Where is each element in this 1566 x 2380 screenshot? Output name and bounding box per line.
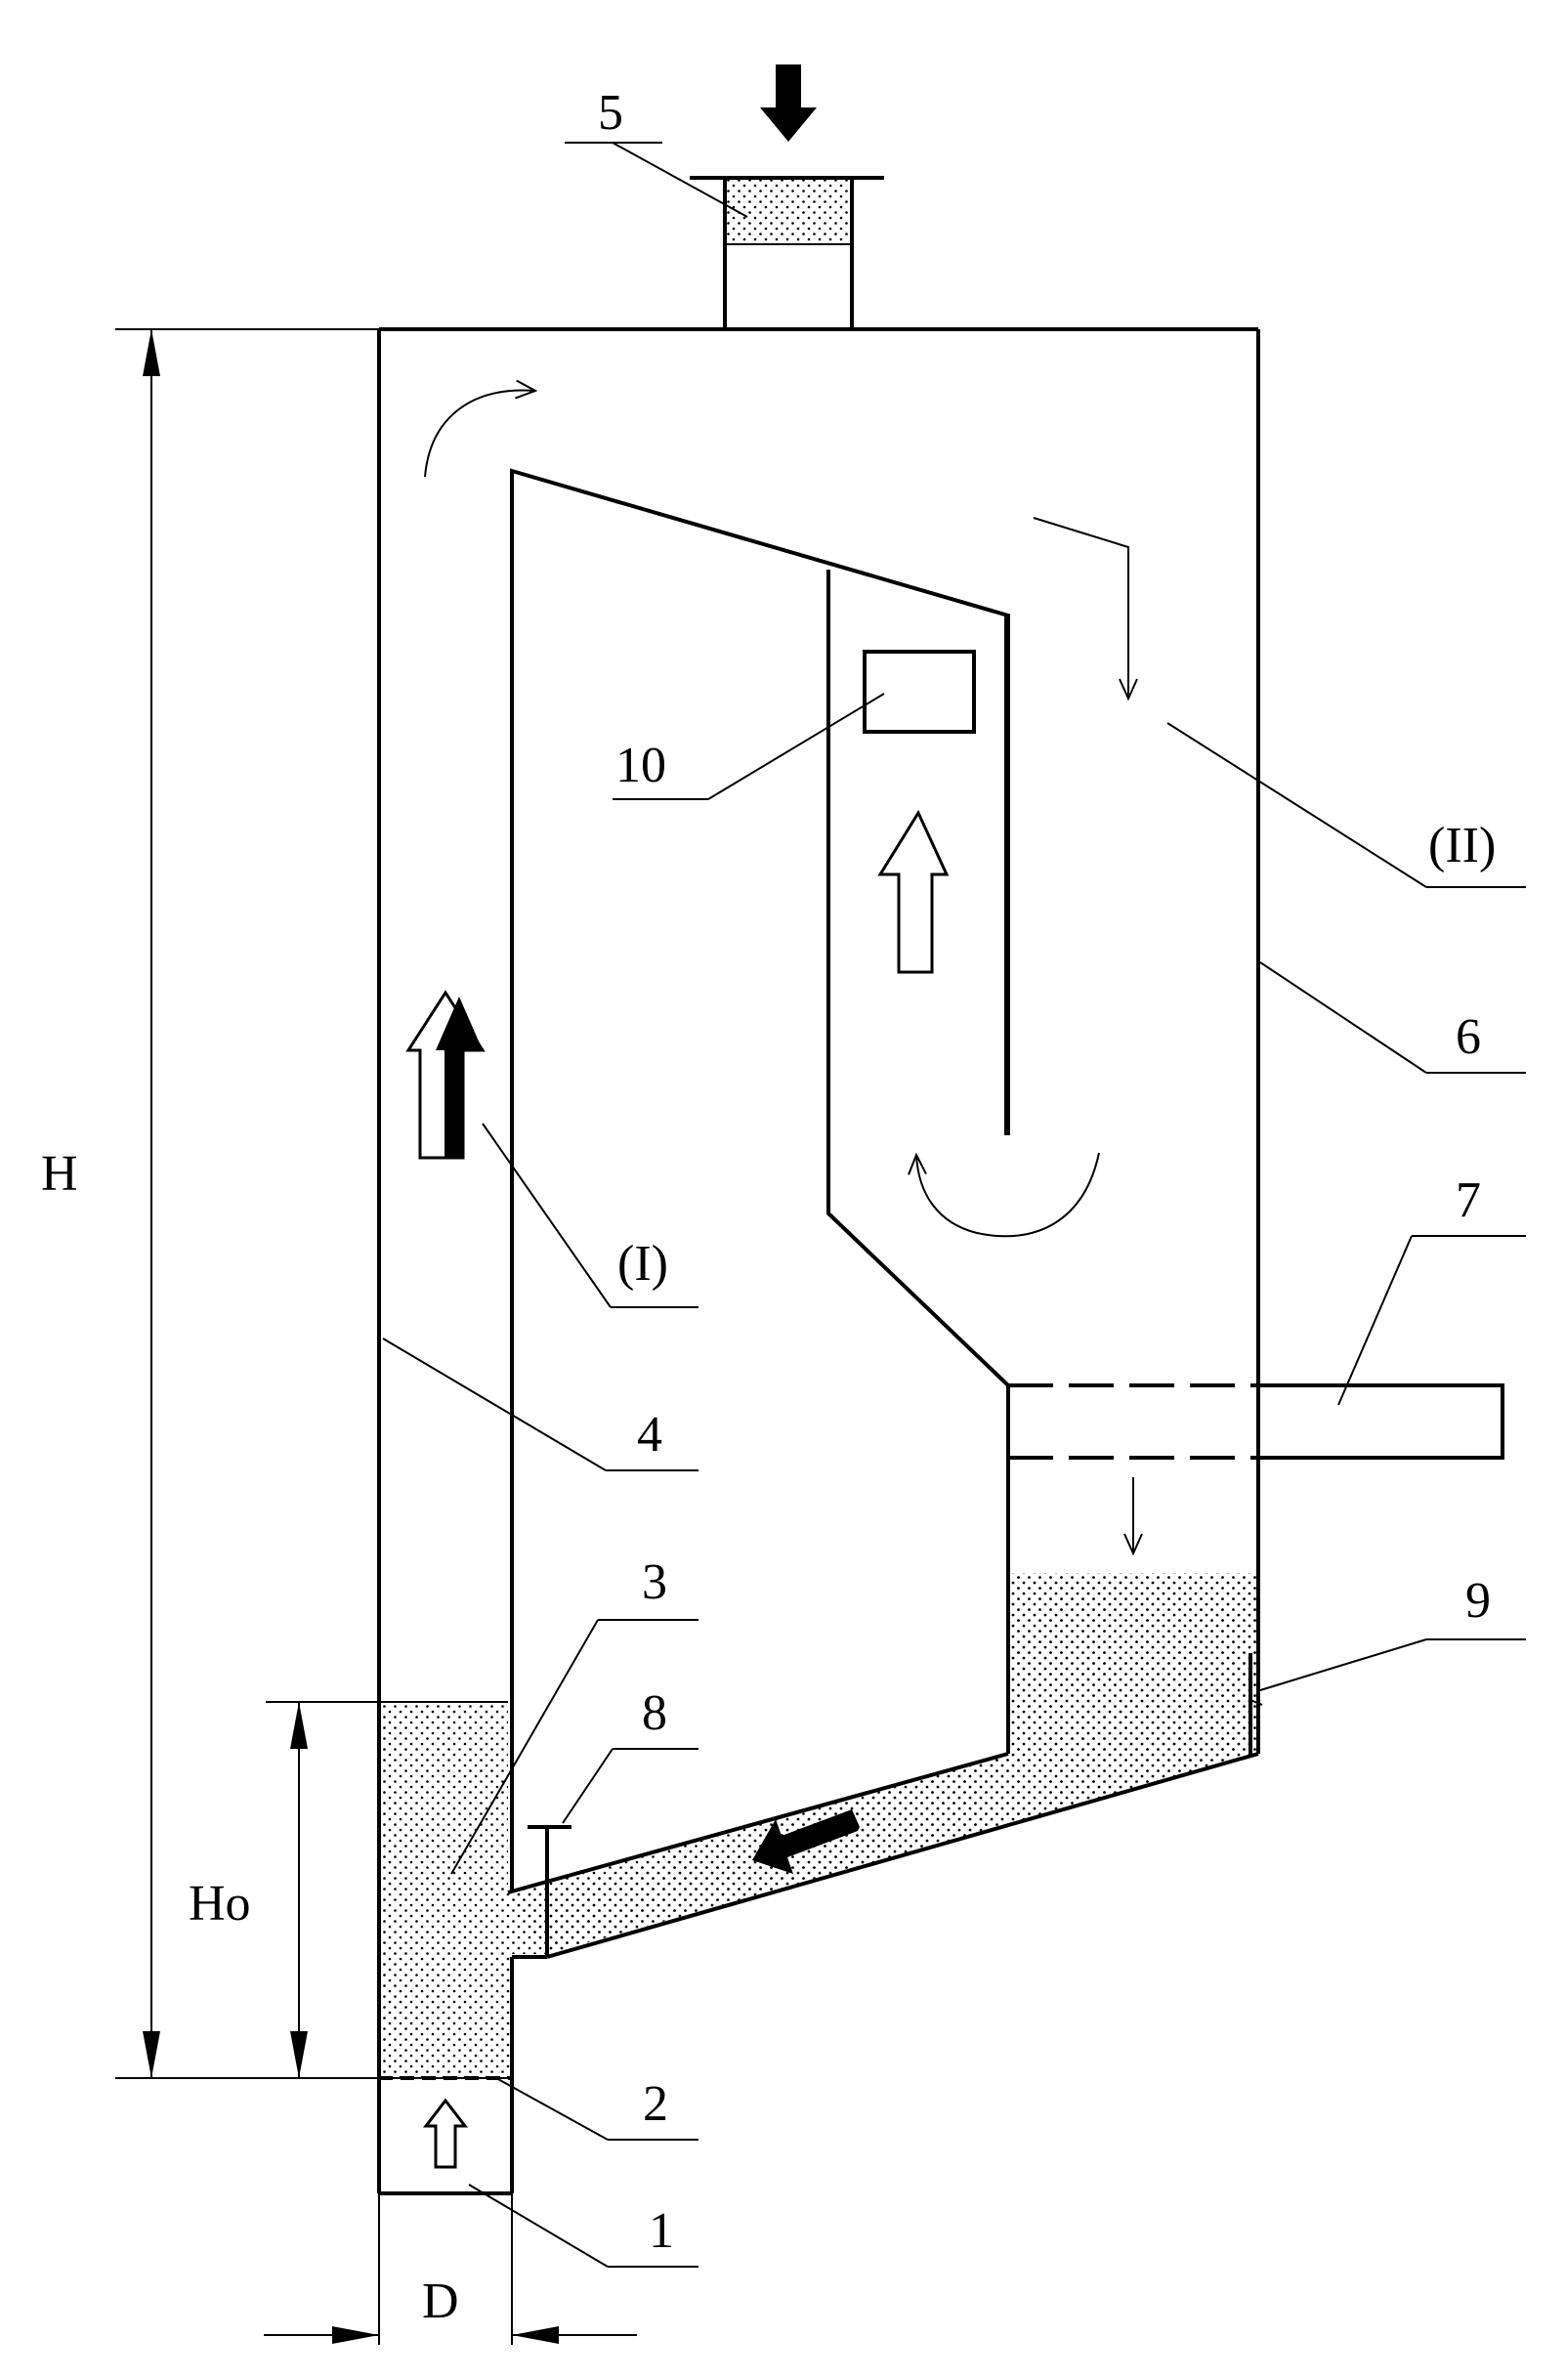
up-arrow-center-icon — [877, 809, 950, 974]
valve-8 — [528, 1825, 571, 1957]
vessel-body — [377, 327, 1260, 2195]
label-dim-H: H — [41, 1146, 78, 1202]
flow-arrows — [405, 391, 1133, 2169]
label-4: 4 — [637, 1407, 662, 1463]
label-8: 8 — [642, 1685, 667, 1741]
label-6: 6 — [1456, 1009, 1481, 1065]
level-sensor-9 — [1249, 1653, 1263, 1754]
inner-partition — [507, 468, 1010, 1894]
feed-arrow-icon — [760, 64, 817, 142]
inlet-up-arrow-icon — [422, 2098, 469, 2169]
label-3: 3 — [642, 1554, 667, 1610]
label-5: 5 — [598, 85, 623, 141]
label-9: 9 — [1465, 1573, 1491, 1629]
leader-lines — [382, 142, 1526, 2268]
feed-inlet-pipe — [690, 64, 884, 329]
curved-arrow-top-left-icon — [424, 391, 535, 478]
outlet-pipe — [1008, 1383, 1504, 1460]
label-zone1: (I) — [617, 1236, 668, 1292]
riser-bed — [379, 1702, 547, 2078]
label-7: 7 — [1456, 1172, 1481, 1228]
label-1: 1 — [649, 2203, 674, 2259]
return-arrow-icon — [752, 1809, 860, 1874]
downcomer-bed — [1008, 1573, 1258, 1754]
label-2: 2 — [643, 2076, 668, 2132]
label-10: 10 — [615, 738, 666, 793]
label-dim-D: D — [422, 2274, 459, 2329]
dimensions — [115, 328, 637, 2345]
label-zone2: (II) — [1428, 818, 1496, 873]
sensor-box — [863, 650, 976, 734]
text-labels: 5 10 (II) 6 (I) 7 4 3 8 9 2 1 H Ho D — [41, 85, 1496, 2329]
inlet-pipe-bed — [725, 178, 852, 244]
curved-arrow-bottom-icon — [916, 1153, 1100, 1238]
label-dim-Ho: Ho — [189, 1876, 251, 1932]
down-arrow-zone2-icon — [1033, 517, 1128, 699]
